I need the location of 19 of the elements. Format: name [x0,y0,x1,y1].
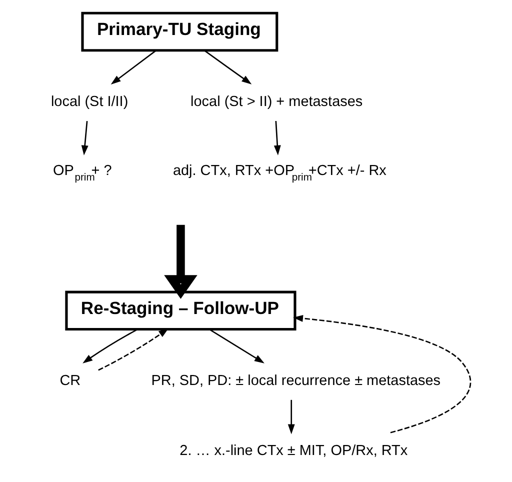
arrow [287,399,294,434]
arrow [98,328,168,370]
node-text: adj. CTx, RTx +OP$_{prim}$+CTx +/- Rx [172,162,386,184]
node-text: PR, SD, PD: ± local recurrence ± metastases [150,372,440,388]
arrow [164,224,197,298]
arrow [204,50,252,84]
arrow [208,328,264,363]
node-text: CR [59,372,80,388]
arrow [82,328,138,363]
node-text: OP$_{prim}$+ ? [52,162,112,184]
node-text: 2. … x.-line CTx ± MIT, OP/Rx, RTx [179,442,408,459]
node-box: Re-Staging – Follow-UP [64,290,296,330]
arrow [80,120,88,155]
node-text: local (St > II) + metastases [190,93,362,110]
node-text: local (St I/II) [50,93,128,110]
arrow [110,50,156,84]
arrow [273,120,280,155]
node-box: Primary-TU Staging [80,11,278,52]
arrow [292,314,470,433]
